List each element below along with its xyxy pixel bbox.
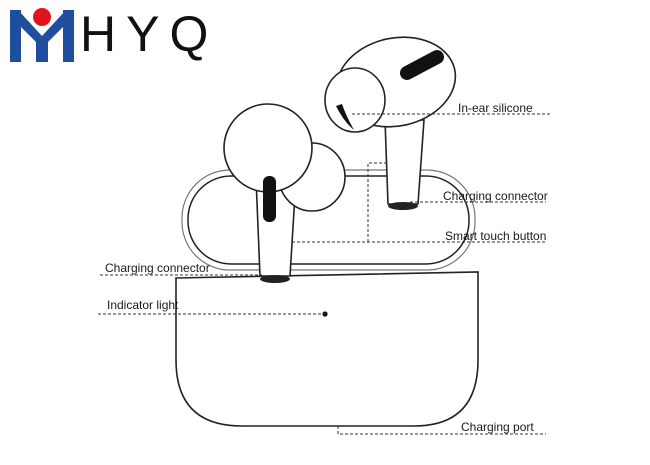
right-earbud [324, 36, 457, 210]
label-charging-port: Charging port [461, 420, 534, 434]
label-indicator-light: Indicator light [107, 298, 179, 312]
left-earbud [223, 103, 346, 283]
label-charging-connector-left: Charging connector [105, 261, 210, 275]
label-smart-touch-button: Smart touch button [445, 229, 547, 243]
brand-logo-icon [10, 8, 74, 62]
case-body [175, 271, 479, 427]
label-charging-connector-right: Charging connector [443, 189, 548, 203]
label-in-ear-silicone: In-ear silicone [458, 101, 533, 115]
brand-name: HYQ [80, 6, 219, 62]
leader-lines [98, 113, 552, 435]
